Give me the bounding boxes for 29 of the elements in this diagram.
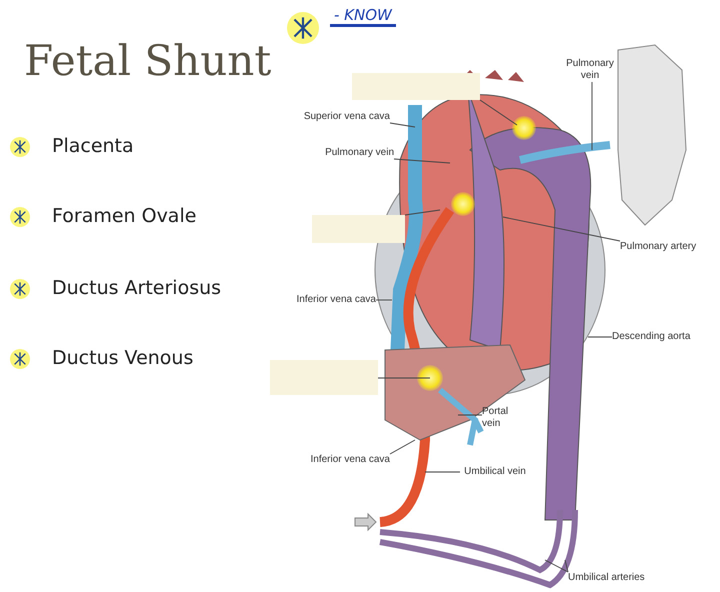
blank-label-box (270, 360, 378, 395)
blank-label-box (312, 215, 405, 243)
anatomy-label: Pulmonary vein (304, 147, 394, 159)
blank-label-box (352, 73, 480, 100)
anatomy-label: Portal vein (482, 406, 522, 430)
leader-line (544, 560, 568, 572)
anatomy-label: Umbilical arteries (568, 572, 698, 584)
bullet-text: Ductus Arteriosus (52, 277, 222, 299)
slide-title: Fetal Shunt (24, 36, 272, 85)
bullet-text: Foramen Ovale (52, 205, 196, 227)
leader-line (588, 336, 612, 338)
leader-line (394, 158, 450, 164)
anatomy-label: Pulmonary vein (560, 58, 620, 82)
leader-line (390, 440, 416, 454)
leader-line (404, 210, 440, 216)
leader-line (480, 100, 518, 126)
leader-line (502, 216, 620, 242)
leader-line (390, 122, 416, 128)
anatomy-label: Umbilical vein (460, 466, 530, 478)
bullet-text: Ductus Venous (52, 347, 194, 369)
handwritten-note: - KNOW (330, 6, 396, 27)
anatomy-label: Inferior vena cava (290, 454, 390, 466)
anatomy-label: Pulmonary artery (620, 241, 720, 253)
bullet-text: Placenta (52, 135, 134, 157)
anatomy-label: Inferior vena cava (276, 294, 376, 306)
leader-line (458, 414, 482, 416)
anatomy-label: Superior vena cava (280, 111, 390, 123)
leader-line (564, 560, 568, 572)
anatomy-label: Descending aorta (612, 331, 720, 343)
